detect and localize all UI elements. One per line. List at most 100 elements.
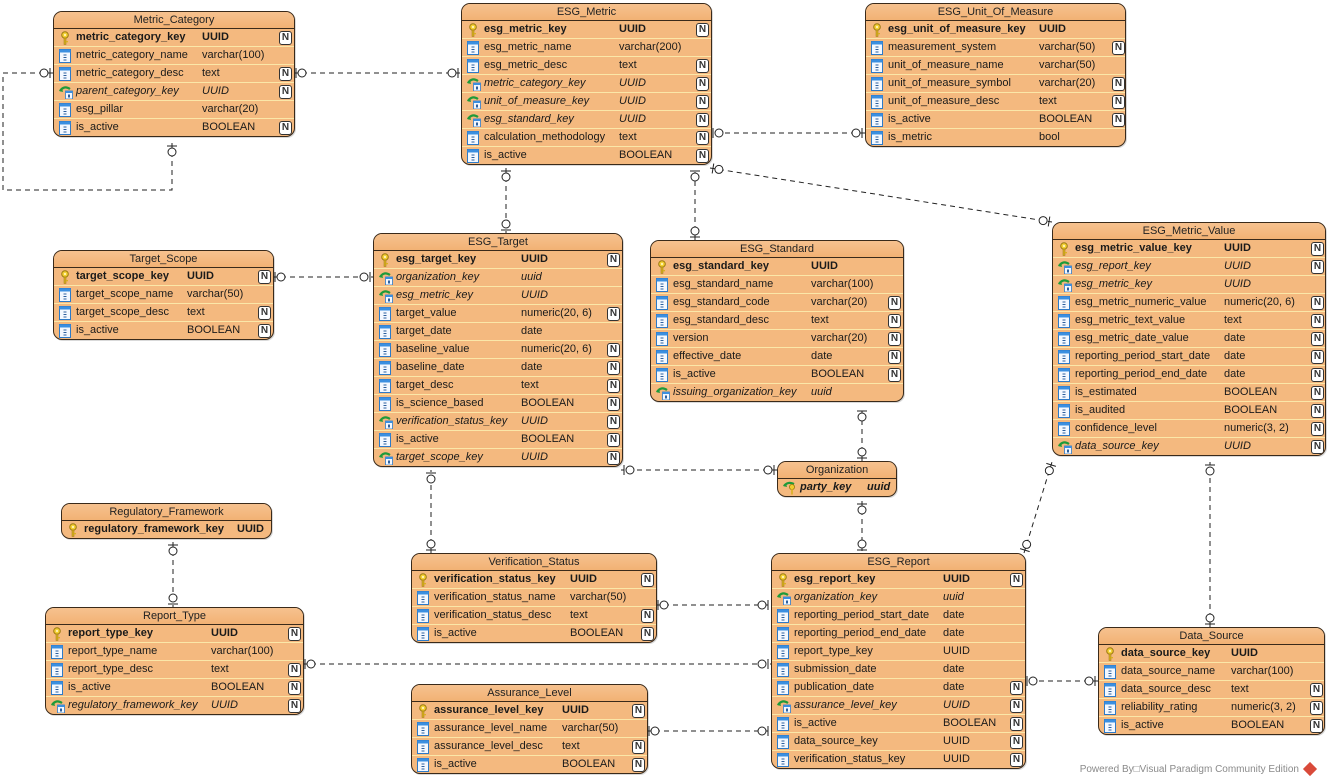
entity-title[interactable]: Assurance_Level bbox=[412, 685, 647, 702]
entity-title[interactable]: Target_Scope bbox=[54, 251, 273, 268]
entity-title[interactable]: Report_Type bbox=[46, 608, 303, 625]
entity-title[interactable]: ESG_Standard bbox=[651, 241, 903, 258]
entity-title[interactable]: Metric_Category bbox=[54, 12, 294, 29]
entity-title[interactable]: ESG_Target bbox=[374, 234, 622, 251]
relationship-line[interactable] bbox=[709, 167, 1053, 223]
entity-title[interactable]: Verification_Status bbox=[412, 554, 656, 571]
entity-title[interactable]: ESG_Metric_Value bbox=[1053, 223, 1325, 240]
entity-title[interactable]: Organization bbox=[778, 462, 896, 479]
relationship-line[interactable] bbox=[1023, 461, 1053, 554]
entity-title[interactable]: Data_Source bbox=[1099, 628, 1324, 645]
entity-title[interactable]: ESG_Report bbox=[772, 554, 1025, 571]
